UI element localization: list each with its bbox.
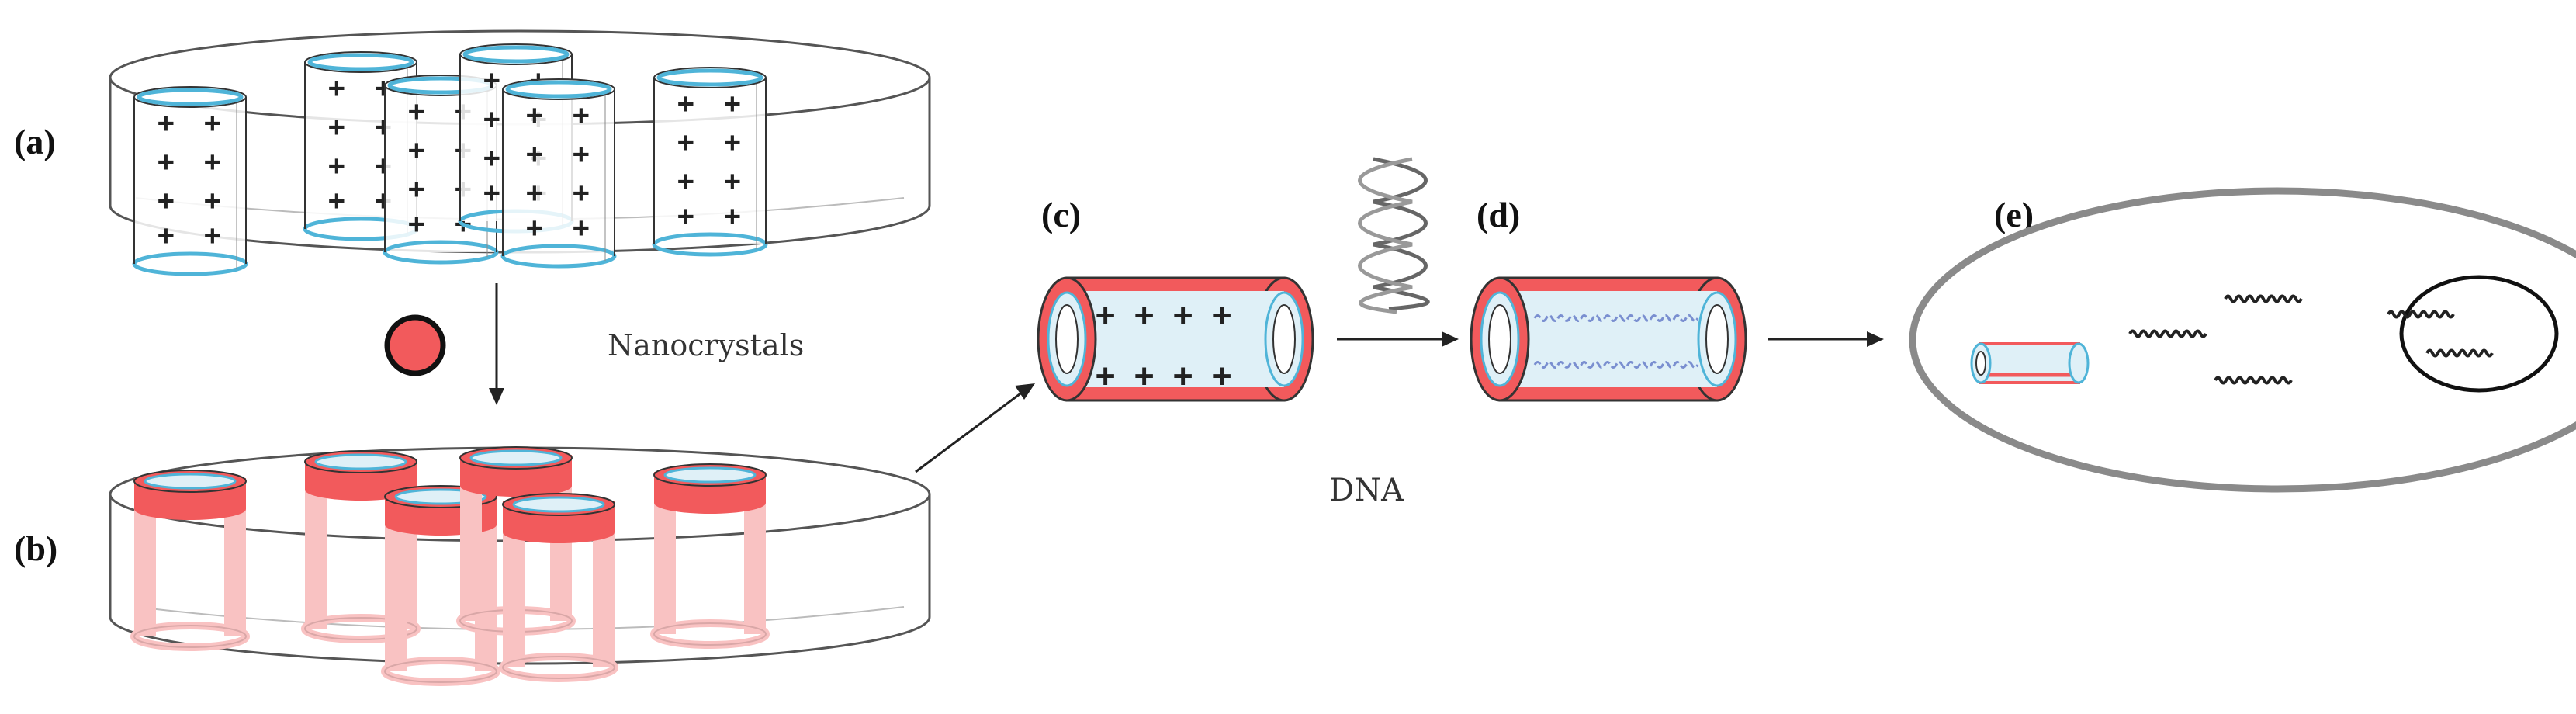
positive-charge: + xyxy=(204,146,221,178)
positive-charge: + xyxy=(483,142,500,174)
positive-charge: + xyxy=(573,138,590,170)
dna-helix-icon xyxy=(1358,157,1430,314)
arrow-c-to-d xyxy=(1337,331,1459,347)
pore-cylinder: ++++++++ xyxy=(652,67,768,257)
pore-cylinder: ++++++++ xyxy=(500,78,617,269)
positive-charge: + xyxy=(526,177,543,209)
loaded-pore-cylinder xyxy=(499,493,618,682)
positive-charge: + xyxy=(204,107,221,139)
loaded-pore-cylinder xyxy=(130,470,250,651)
nanocrystals-label: Nanocrystals xyxy=(608,328,804,362)
positive-charge: + xyxy=(724,165,741,197)
positive-charge: + xyxy=(408,173,425,205)
positive-charge: + xyxy=(677,127,694,158)
porous-matrix-b xyxy=(109,446,931,686)
panel-label-a: (a) xyxy=(14,122,56,161)
positive-charge: + xyxy=(408,134,425,166)
positive-charge: + xyxy=(677,88,694,120)
positive-charge: + xyxy=(573,99,590,131)
dna-strand xyxy=(2425,348,2494,358)
dna-strand xyxy=(2224,294,2303,303)
positive-charge: + xyxy=(724,88,741,120)
positive-charge: + xyxy=(204,220,221,251)
dna-strand xyxy=(2387,310,2455,319)
positive-charge: + xyxy=(408,208,425,240)
svg-text:+: + xyxy=(1096,356,1115,394)
cell-nucleus xyxy=(2399,275,2559,393)
pore-cylinder: ++++++++ xyxy=(132,86,248,276)
panel-label-d: (d) xyxy=(1477,195,1520,234)
positive-charges: + + + + + + + + xyxy=(1096,296,1231,394)
cell-membrane xyxy=(1909,187,2576,493)
panel-label-c: (c) xyxy=(1041,195,1081,234)
positive-charge: + xyxy=(724,127,741,158)
positive-charge: + xyxy=(483,177,500,209)
positive-charge: + xyxy=(158,107,175,139)
positive-charge: + xyxy=(328,111,345,143)
positive-charge: + xyxy=(204,185,221,217)
positive-charge: + xyxy=(158,220,175,251)
loaded-tube-c: + + + + + + + + xyxy=(1037,276,1314,402)
positive-charge: + xyxy=(526,212,543,244)
arrow-b-to-c xyxy=(915,383,1035,473)
positive-charge: + xyxy=(328,150,345,182)
svg-text:+: + xyxy=(1212,356,1231,394)
positive-charge: + xyxy=(573,177,590,209)
cell-e xyxy=(1909,187,2576,493)
nanocrystal-icon xyxy=(384,314,446,376)
svg-text:+: + xyxy=(1173,356,1193,394)
positive-charge: + xyxy=(526,138,543,170)
arrow-d-to-e xyxy=(1768,331,1884,347)
positive-charge: + xyxy=(724,200,741,232)
adsorbed-dna-strands xyxy=(1533,314,1699,369)
positive-charge: + xyxy=(158,185,175,217)
positive-charge: + xyxy=(483,103,500,135)
positive-charge: + xyxy=(573,212,590,244)
positive-charge: + xyxy=(677,200,694,232)
positive-charge: + xyxy=(158,146,175,178)
positive-charge: + xyxy=(408,95,425,127)
svg-text:+: + xyxy=(1134,296,1154,334)
svg-text:+: + xyxy=(1096,296,1115,334)
empty-pores-a: ++++++++++++++++++++++++++++++++++++++++… xyxy=(132,43,768,276)
dna-strand xyxy=(1533,361,1699,369)
down-arrow xyxy=(489,283,504,405)
svg-text:+: + xyxy=(1212,296,1231,334)
positive-charge: + xyxy=(526,99,543,131)
positive-charge: + xyxy=(677,165,694,197)
dna-strand xyxy=(1533,314,1699,322)
svg-text:+: + xyxy=(1134,356,1154,394)
panel-label-b: (b) xyxy=(14,529,57,568)
positive-charge: + xyxy=(328,185,345,217)
dna-strand xyxy=(2214,376,2293,385)
loaded-pore-cylinder xyxy=(650,463,770,649)
porous-matrix-a: ++++++++++++++++++++++++++++++++++++++++… xyxy=(109,29,931,276)
released-dna-strands xyxy=(2128,294,2494,385)
dna-strand xyxy=(2128,329,2207,338)
positive-charge: + xyxy=(483,64,500,96)
small-nanotube-in-cell xyxy=(1970,342,2090,384)
svg-text:+: + xyxy=(1173,296,1193,334)
dna-label: DNA xyxy=(1329,473,1404,508)
dna-loaded-tube-d xyxy=(1470,276,1747,402)
loaded-pores-b xyxy=(130,446,770,686)
positive-charge: + xyxy=(328,72,345,104)
